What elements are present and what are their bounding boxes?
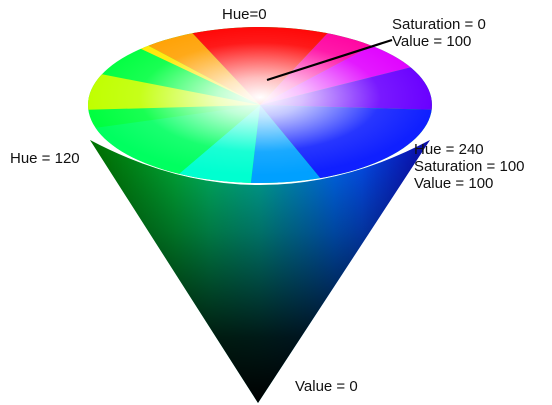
center-value-text: Value = 100	[392, 33, 472, 50]
hue-0-text: Hue=0	[222, 6, 267, 23]
rim-saturation-text: Saturation = 100	[414, 158, 525, 175]
center-saturation-text: Saturation = 0	[392, 16, 486, 33]
apex-value-text: Value = 0	[295, 378, 358, 395]
hue-120-text: Hue = 120	[10, 150, 80, 167]
apex-label: Value = 0	[295, 378, 358, 395]
hue-0-label: Hue=0	[222, 6, 267, 23]
center-label: Saturation = 0 Value = 100	[392, 16, 486, 50]
rim-hue-text: Hue = 240	[414, 141, 484, 158]
hue-disk	[88, 27, 432, 183]
hue-120-label: Hue = 120	[10, 150, 80, 167]
rim-240-label: Hue = 240 Saturation = 100 Value = 100	[414, 141, 525, 192]
rim-value-text: Value = 100	[414, 175, 494, 192]
cone-side	[90, 140, 430, 403]
center-pointer-line	[266, 38, 393, 82]
